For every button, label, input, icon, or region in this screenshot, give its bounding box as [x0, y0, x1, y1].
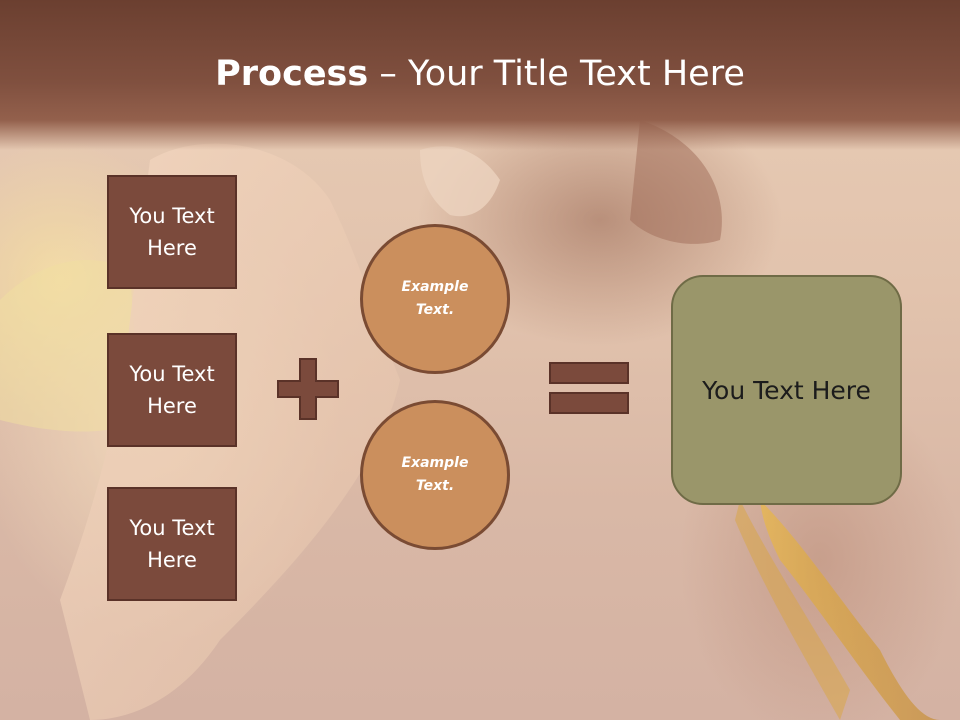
circle-label: Example Text.	[401, 455, 469, 494]
circle-label: Example Text.	[401, 279, 469, 318]
slide-title: Process – Your Title Text Here	[0, 52, 960, 96]
result-label: You Text Here	[702, 375, 871, 405]
example-circle-1[interactable]: Example Text.	[360, 224, 510, 374]
text-box-2[interactable]: You Text Here	[107, 333, 237, 447]
title-bold-part: Process	[215, 54, 369, 94]
result-box[interactable]: You Text Here	[671, 275, 902, 505]
text-box-label: You Text Here	[129, 362, 215, 418]
text-box-label: You Text Here	[129, 204, 215, 260]
example-circle-2[interactable]: Example Text.	[360, 400, 510, 550]
title-bar	[0, 0, 960, 150]
text-box-3[interactable]: You Text Here	[107, 487, 237, 601]
text-box-label: You Text Here	[129, 516, 215, 572]
plus-icon	[277, 358, 339, 420]
title-rest-part: – Your Title Text Here	[368, 54, 745, 94]
equals-icon	[549, 362, 629, 414]
text-box-1[interactable]: You Text Here	[107, 175, 237, 289]
